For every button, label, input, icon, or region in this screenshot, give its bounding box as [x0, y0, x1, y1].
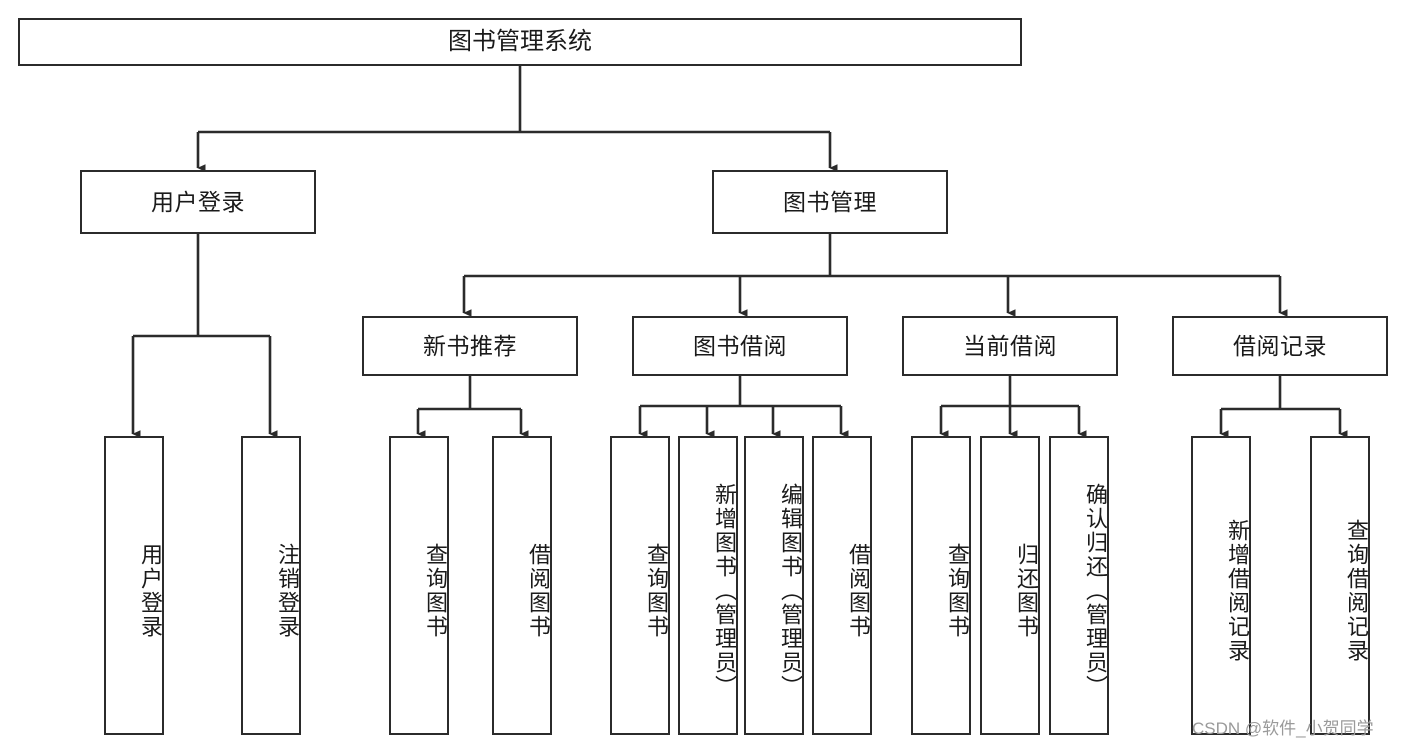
node-current-borrow[interactable]: 当前借阅: [902, 316, 1118, 376]
node-label: 确认归还（管理员）: [1083, 482, 1108, 699]
node-borrow-record[interactable]: 借阅记录: [1172, 316, 1388, 376]
node-label: 编辑图书（管理员）: [778, 482, 803, 699]
node-root[interactable]: 图书管理系统: [18, 18, 1022, 66]
node-leaf-return-book[interactable]: 归还图书: [980, 436, 1040, 735]
node-label: 新增借阅记录: [1225, 518, 1250, 663]
node-label: 查询图书: [644, 542, 669, 639]
node-label: 归还图书: [1014, 542, 1039, 639]
node-leaf-borrow-book-1[interactable]: 借阅图书: [492, 436, 552, 735]
node-label: 借阅图书: [526, 542, 551, 639]
node-leaf-query-record[interactable]: 查询借阅记录: [1310, 436, 1370, 735]
node-label: 借阅图书: [846, 542, 871, 639]
node-label: 新增图书（管理员）: [712, 482, 737, 699]
node-book-management[interactable]: 图书管理: [712, 170, 948, 234]
node-label: 查询图书: [423, 542, 448, 639]
node-label: 查询借阅记录: [1344, 518, 1369, 663]
node-leaf-borrow-book-2[interactable]: 借阅图书: [812, 436, 872, 735]
node-new-book-recommend[interactable]: 新书推荐: [362, 316, 578, 376]
node-leaf-query-book-3[interactable]: 查询图书: [911, 436, 971, 735]
node-label: 查询图书: [945, 542, 970, 639]
node-leaf-query-book-2[interactable]: 查询图书: [610, 436, 670, 735]
node-leaf-confirm-return[interactable]: 确认归还（管理员）: [1049, 436, 1109, 735]
node-leaf-logout-login[interactable]: 注销登录: [241, 436, 301, 735]
node-leaf-add-book[interactable]: 新增图书（管理员）: [678, 436, 738, 735]
node-leaf-edit-book[interactable]: 编辑图书（管理员）: [744, 436, 804, 735]
node-leaf-add-record[interactable]: 新增借阅记录: [1191, 436, 1251, 735]
node-label: 用户登录: [138, 542, 163, 639]
csdn-watermark: CSDN @软件_小贺同学: [1192, 719, 1374, 738]
node-user-login[interactable]: 用户登录: [80, 170, 316, 234]
node-leaf-user-login[interactable]: 用户登录: [104, 436, 164, 735]
node-leaf-query-book-1[interactable]: 查询图书: [389, 436, 449, 735]
node-label: 注销登录: [275, 542, 300, 639]
node-book-borrow[interactable]: 图书借阅: [632, 316, 848, 376]
